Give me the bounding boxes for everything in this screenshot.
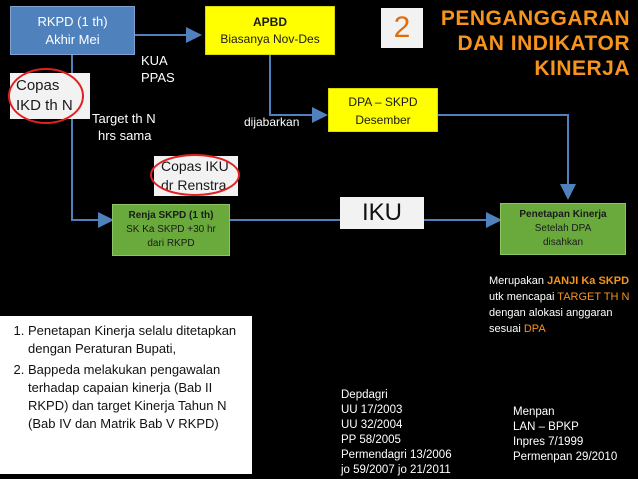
renja-title: Renja SKPD (1 th) [128, 210, 214, 221]
highlight-circle-iku [150, 154, 240, 196]
ppas-label: PPAS [141, 70, 175, 85]
penetapan-box: Penetapan Kinerja Setelah DPA disahkan [500, 203, 626, 255]
menpan-line-4: Permenpan 29/2010 [513, 451, 618, 463]
note-item-2: Bappeda melakukan pengawalan terhadap ca… [28, 361, 246, 433]
title-line-1: PENGANGGARAN [440, 7, 630, 30]
janji-part-6: DPA [523, 323, 546, 335]
janji-part-1: Merupakan [489, 275, 548, 287]
target-line-2: hrs sama [98, 128, 152, 143]
menpan-references: Menpan LAN – BPKP Inpres 7/1999 Permenpa… [513, 405, 617, 465]
rkpd-subtitle: Akhir Mei [45, 32, 100, 47]
menpan-line-3: Inpres 7/1999 [513, 436, 584, 448]
depdagri-line-4: PP 58/2005 [341, 434, 401, 446]
depdagri-line-3: UU 32/2004 [341, 419, 403, 431]
depdagri-line-6: jo 59/2007 jo 21/2011 [341, 464, 451, 476]
dpa-title: DPA – SKPD [348, 95, 418, 109]
rkpd-box: RKPD (1 th) Akhir Mei [10, 6, 135, 55]
slide-number-badge: 2 [381, 8, 423, 48]
janji-part-2: JANJI Ka SKPD [547, 275, 630, 287]
janji-description: Merupakan JANJI Ka SKPD utk mencapai TAR… [489, 273, 634, 337]
rkpd-title: RKPD (1 th) [37, 14, 108, 29]
renja-line-2: SK Ka SKPD +30 hr [126, 224, 216, 235]
iku-text: IKU [361, 199, 402, 226]
penetapan-line-2: Setelah DPA [534, 223, 592, 234]
slide-number-text: 2 [393, 11, 411, 44]
depdagri-line-2: UU 17/2003 [341, 404, 403, 416]
notes-box: Penetapan Kinerja selalu ditetapkan deng… [0, 316, 252, 474]
apbd-box: APBD Biasanya Nov-Des [205, 6, 335, 55]
slide-title: PENGANGGARAN DAN INDIKATOR KINERJA [441, 6, 630, 81]
renja-line-3: dari RKPD [147, 238, 195, 249]
depdagri-references: Depdagri UU 17/2003 UU 32/2004 PP 58/200… [341, 388, 452, 478]
penetapan-line-3: disahkan [542, 237, 584, 248]
janji-part-3: utk mencapai [489, 291, 558, 303]
iku-label: IKU [340, 197, 424, 229]
menpan-line-2: LAN – BPKP [513, 421, 579, 433]
apbd-subtitle: Biasanya Nov-Des [220, 32, 320, 46]
janji-part-5: dengan alokasi anggaran sesuai [489, 307, 613, 335]
dpa-subtitle: Desember [355, 113, 411, 127]
depdagri-line-5: Permendagri 13/2006 [341, 449, 452, 461]
title-line-2: DAN INDIKATOR [457, 32, 630, 55]
highlight-circle-ikd [8, 68, 84, 124]
note-item-1: Penetapan Kinerja selalu ditetapkan deng… [28, 322, 246, 358]
dpa-box: DPA – SKPD Desember [328, 88, 438, 132]
target-line-1: Target th N [92, 111, 156, 126]
notes-list: Penetapan Kinerja selalu ditetapkan deng… [0, 322, 246, 433]
target-label: Target th N hrs sama [92, 110, 156, 144]
apbd-title: APBD [252, 15, 287, 29]
kua-label: KUA [141, 53, 168, 68]
arrow-dpa-penetapan [437, 114, 576, 200]
dijabarkan-label: dijabarkan [244, 115, 300, 129]
arrow-apbd-dpa [269, 55, 328, 123]
menpan-line-1: Menpan [513, 406, 555, 418]
depdagri-line-1: Depdagri [341, 389, 388, 401]
renja-box: Renja SKPD (1 th) SK Ka SKPD +30 hr dari… [112, 204, 230, 256]
kua-ppas-label: KUA PPAS [141, 52, 175, 86]
title-line-3: KINERJA [534, 57, 630, 80]
penetapan-title: Penetapan Kinerja [519, 209, 607, 220]
janji-part-4: TARGET TH N [557, 291, 630, 303]
